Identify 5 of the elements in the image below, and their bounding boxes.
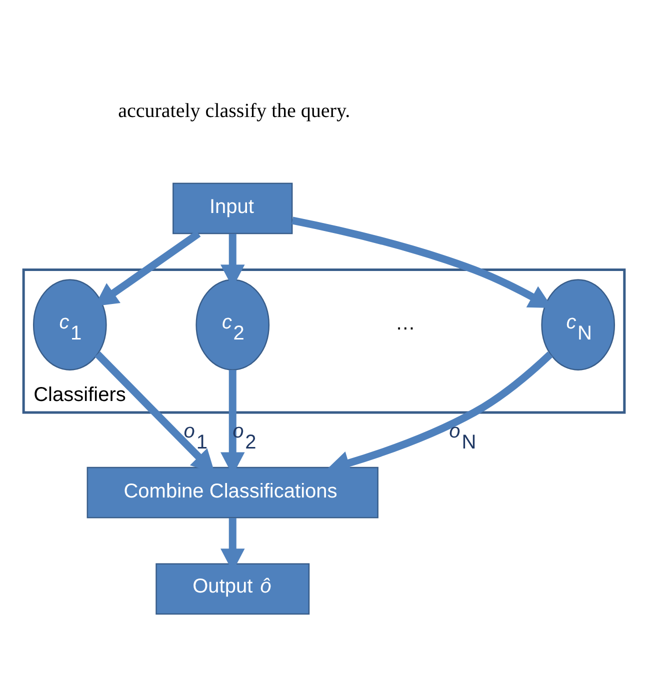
label: accurately classify the query.: [118, 99, 350, 122]
node-box: Combine Classifications: [86, 466, 378, 518]
label: …: [395, 312, 416, 334]
node-box: Input: [172, 182, 293, 234]
node-box: Output ô: [156, 562, 310, 614]
